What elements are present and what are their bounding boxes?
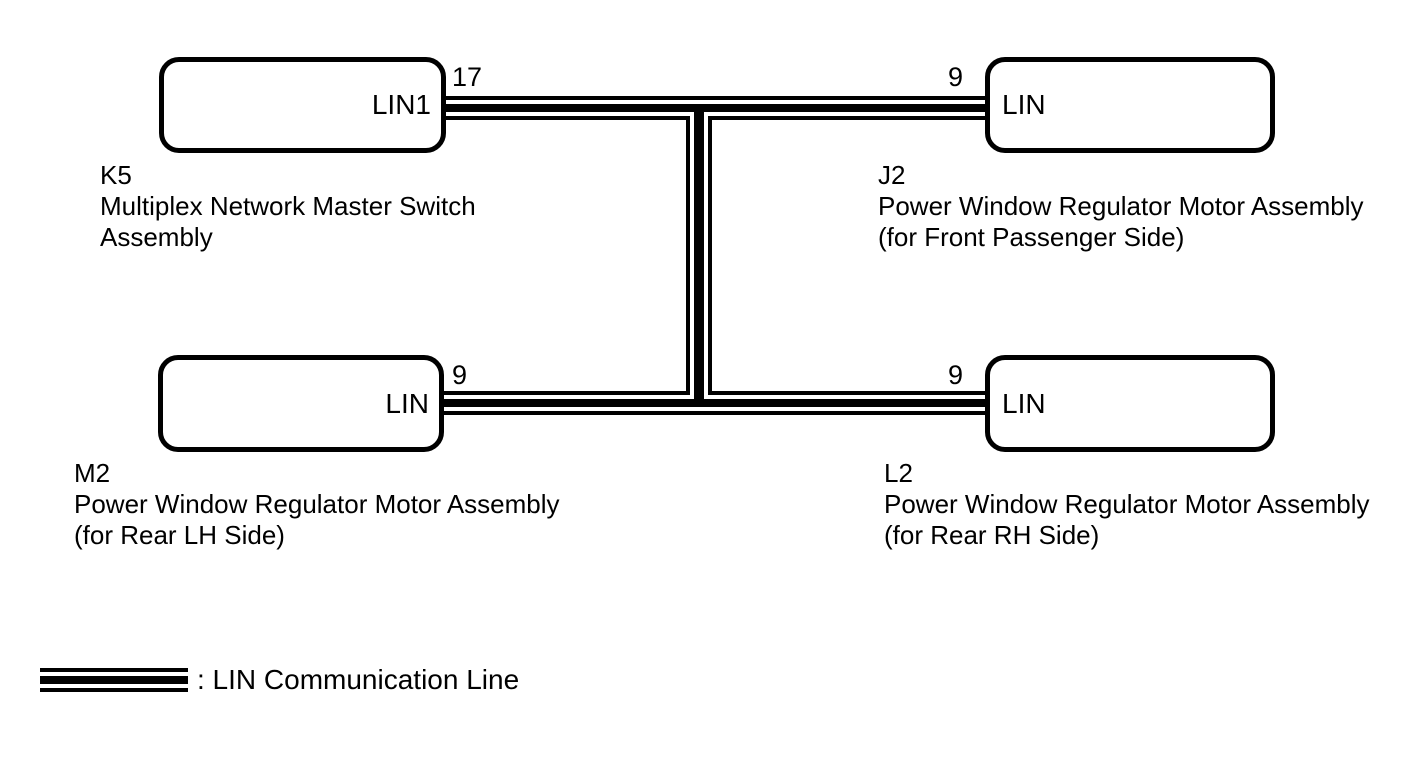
port-label-lin1: LIN1 <box>371 89 431 120</box>
lin-bus-line-top <box>440 96 990 120</box>
lin-trunk-gap-left <box>690 112 694 399</box>
node-code-k5: K5 <box>100 160 132 190</box>
node-detail-m2: (for Rear LH Side) <box>74 520 285 550</box>
pin-number-l2: 9 <box>948 360 964 390</box>
node-detail-k5: Assembly <box>100 222 213 252</box>
node-code-m2: M2 <box>74 458 111 488</box>
lin-line-legend-swatch <box>40 668 188 692</box>
node-label-k5: K5 Multiplex Network Master Switch Assem… <box>100 160 476 253</box>
node-detail-l2: (for Rear RH Side) <box>884 520 1100 550</box>
node-label-m2: M2 Power Window Regulator Motor Assembly… <box>74 458 560 551</box>
lin-bus-line-bottom <box>438 391 990 415</box>
pin-number-j2: 9 <box>948 62 964 92</box>
lin-trunk-outer-line-right <box>708 116 712 395</box>
port-label-lin: LIN <box>1002 387 1046 419</box>
node-name-j2: Power Window Regulator Motor Assembly <box>878 191 1364 221</box>
node-code-j2: J2 <box>878 160 906 190</box>
port-label-lin: LIN <box>1002 89 1046 120</box>
node-box-k5-master-switch: LIN1 <box>159 57 446 153</box>
lin-trunk-gap-right <box>704 112 708 399</box>
node-detail-j2: (for Front Passenger Side) <box>878 222 1185 252</box>
node-box-l2-rear-rh-motor: LIN <box>985 355 1275 452</box>
legend-label: : LIN Communication Line <box>197 664 520 695</box>
node-name-k5: Multiplex Network Master Switch <box>100 191 476 221</box>
node-box-m2-rear-lh-motor: LIN <box>158 355 444 452</box>
node-code-l2: L2 <box>884 458 913 488</box>
node-label-j2: J2 Power Window Regulator Motor Assembly… <box>878 160 1364 253</box>
port-label-lin: LIN <box>385 387 429 419</box>
pin-number-k5: 17 <box>452 62 483 92</box>
node-name-l2: Power Window Regulator Motor Assembly <box>884 489 1370 519</box>
node-name-m2: Power Window Regulator Motor Assembly <box>74 489 560 519</box>
node-label-l2: L2 Power Window Regulator Motor Assembly… <box>884 458 1370 551</box>
node-box-j2-front-passenger-motor: LIN <box>985 57 1275 153</box>
lin-trunk-center-line <box>694 108 704 403</box>
lin-trunk-outer-line-left <box>686 116 690 395</box>
pin-number-m2: 9 <box>452 360 468 390</box>
